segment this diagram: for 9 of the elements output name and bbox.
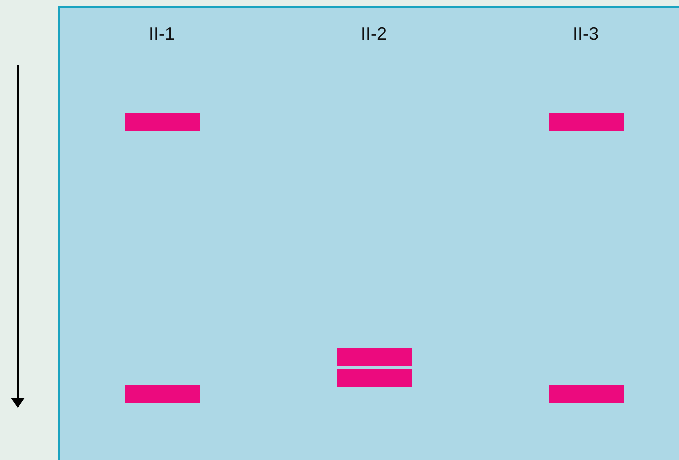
lane-label: II-2 bbox=[361, 24, 387, 45]
lane-label: II-1 bbox=[149, 24, 175, 45]
gel-band bbox=[125, 385, 200, 403]
gel-band bbox=[337, 369, 412, 387]
gel-band bbox=[125, 113, 200, 131]
lane-label: II-3 bbox=[573, 24, 599, 45]
gel-band bbox=[549, 385, 624, 403]
gel-band bbox=[549, 113, 624, 131]
gel-band bbox=[337, 348, 412, 366]
